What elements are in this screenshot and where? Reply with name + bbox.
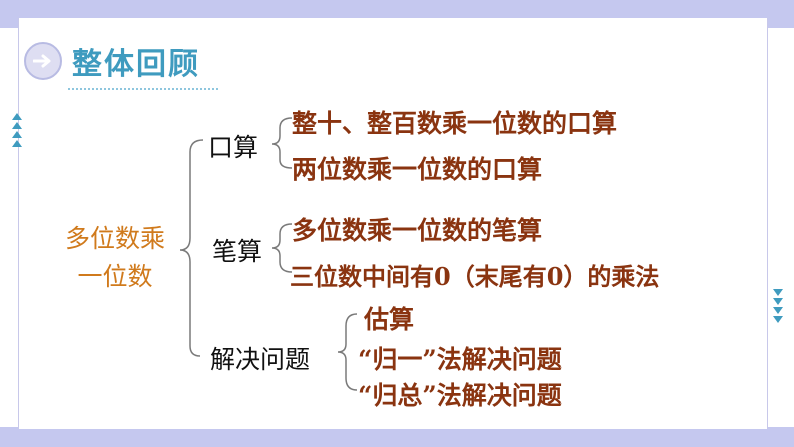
root-line-2: 一位数 [77, 262, 153, 291]
leaf-bisuan-2: 三位数中间有0（末尾有0）的乘法 [290, 262, 660, 291]
bottom-band [0, 427, 794, 447]
up-arrow-icon [12, 113, 22, 120]
down-arrow-icon [773, 316, 783, 323]
down-arrow-icon [773, 289, 783, 296]
title-underline [68, 88, 218, 90]
next-slide-arrows[interactable] [771, 288, 785, 324]
prev-slide-arrows[interactable] [10, 112, 24, 148]
main-brace [179, 139, 204, 357]
brace-bisuan [271, 223, 293, 273]
slide-panel [18, 18, 768, 429]
leaf-jiejue-3: “归总”法解决问题 [358, 381, 562, 410]
leaf-jiejue-1: 估算 [364, 305, 415, 334]
branch-bisuan: 笔算 [212, 237, 263, 266]
root-line-1: 多位数乘 [64, 224, 165, 253]
brace-jiejue [337, 313, 358, 391]
branch-jiejue: 解决问题 [210, 345, 311, 374]
section-header: 整体回顾 [24, 40, 200, 82]
page-title: 整体回顾 [72, 47, 200, 82]
leaf-kousuan-2: 两位数乘一位数的口算 [292, 155, 543, 184]
leaf-kousuan-1: 整十、整百数乘一位数的口算 [292, 109, 618, 138]
up-arrow-icon [12, 140, 22, 147]
leaf-jiejue-2: “归一”法解决问题 [358, 345, 562, 374]
up-arrow-icon [12, 122, 22, 129]
down-arrow-icon [773, 298, 783, 305]
brace-kousuan [271, 117, 293, 169]
down-arrow-icon [773, 307, 783, 314]
up-arrow-icon [12, 131, 22, 138]
root-node: 多位数乘 一位数 [52, 220, 178, 296]
arrow-right-icon [24, 42, 62, 80]
leaf-bisuan-1: 多位数乘一位数的笔算 [292, 216, 543, 245]
branch-kousuan: 口算 [208, 133, 259, 162]
